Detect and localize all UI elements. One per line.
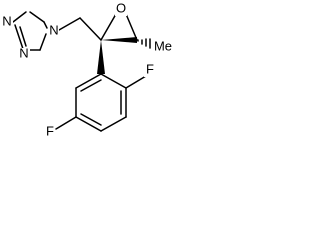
ring-bond-c4-c5: [75, 116, 102, 132]
atom-label-f-ortho: F: [146, 61, 154, 76]
ring-bond-c6-c1: [75, 73, 102, 89]
triazole-double-bond-c5-n4-inner: [19, 26, 27, 47]
ring-bond-c3-c4: [100, 116, 127, 132]
epoxide-ring: [100, 13, 138, 43]
atom-o: O: [115, 0, 127, 16]
epoxide-bold-wedge-c2-c3: [101, 37, 137, 43]
triazole-double-bond-c3-n2: [39, 33, 47, 51]
atom-n1: N: [48, 22, 59, 38]
atom-label-methyl: Me: [154, 38, 172, 53]
atom-n4: N: [1, 13, 13, 29]
triazole-double-bond-c5-n4: [14, 24, 24, 50]
epoxide-bond-o-c3: [125, 13, 138, 41]
atom-label-n2: N: [19, 45, 28, 60]
ring-bond-c6-c1-inner: [80, 79, 102, 92]
ring-bond-c4-c5-inner: [80, 113, 102, 126]
epoxide-bond-c2-o: [100, 13, 117, 41]
atom-label-f-para: F: [46, 123, 54, 138]
bond-n1-ch2: [58, 17, 81, 31]
methyl-hashed-wedge: [137, 38, 151, 49]
bond-ring-fluoro-ortho: [125, 75, 147, 89]
ring-bond-c1-c2: [100, 73, 127, 89]
bond-ch2-c2: [79, 17, 102, 41]
difluorophenyl-ring: [75, 73, 127, 132]
triazole-bond-n2-n1: [43, 21, 48, 29]
triazole-ring: [12, 11, 48, 51]
atom-f-ortho: F: [144, 61, 155, 77]
bold-wedge-c2-aryl: [97, 40, 105, 74]
triazole-bond-n1-c5top: [29, 11, 45, 23]
atom-label-o: O: [116, 0, 126, 15]
atom-label-n4: N: [2, 13, 11, 28]
atom-f-para: F: [44, 123, 55, 139]
bond-ring-fluoro-para: [55, 116, 77, 130]
atom-n2: N: [18, 45, 30, 61]
chemical-structure-diagram: N N N O Me F F: [1, 0, 174, 139]
atom-label-n1: N: [49, 22, 58, 37]
atom-methyl: Me: [152, 38, 174, 54]
triazole-bond-c5-n1: [12, 11, 27, 23]
